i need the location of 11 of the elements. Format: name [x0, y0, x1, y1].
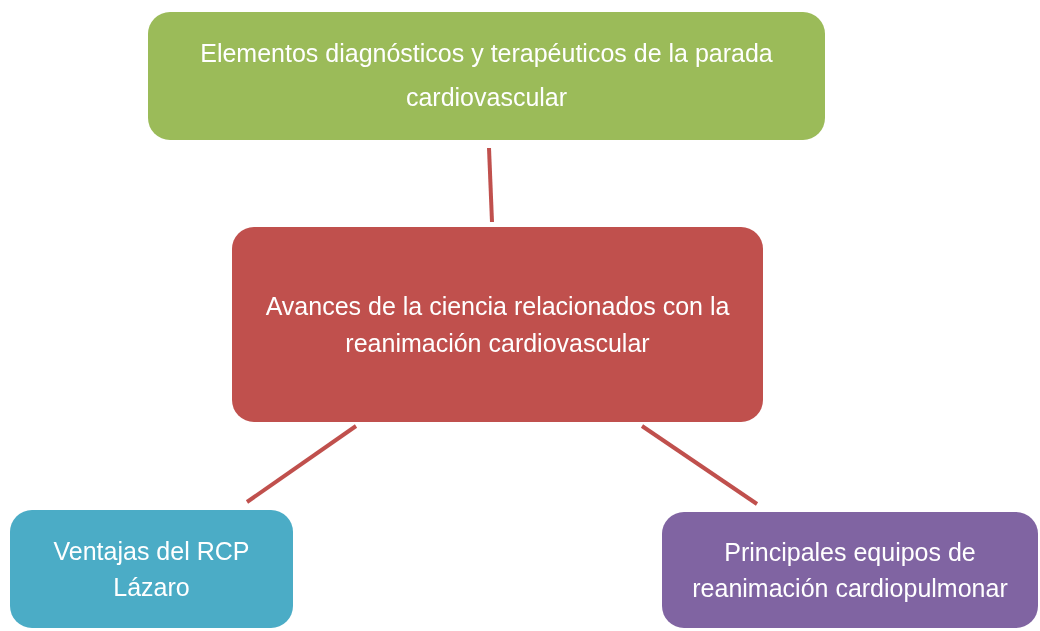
- connector-line: [487, 147, 494, 223]
- box-text: Avances de la ciencia relacionados con la reanimación cardiovascular: [264, 291, 731, 359]
- connector-line: [640, 424, 759, 506]
- box-text: Principales equipos de reanimación cardiopulmonar: [691, 536, 1009, 604]
- box-text: Elementos diagnósticos y terapéuticos de la parada cardiovascular: [199, 38, 774, 113]
- connector-line: [245, 424, 358, 504]
- topic-box: [662, 512, 1038, 628]
- box-text: Ventajas del RCP Lázaro: [52, 535, 251, 603]
- topic-box: [148, 12, 825, 140]
- topic-box: [232, 227, 763, 422]
- topic-box: [10, 510, 293, 628]
